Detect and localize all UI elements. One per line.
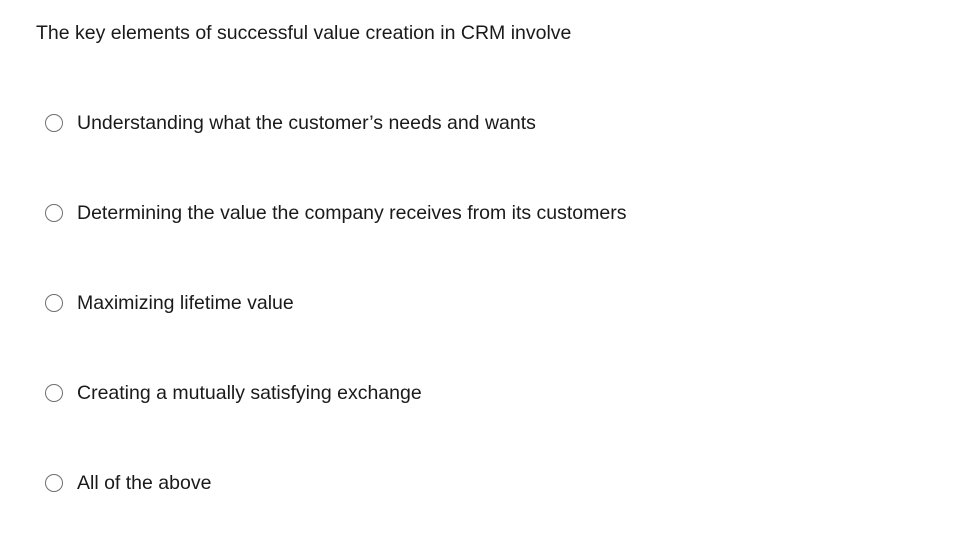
answer-option[interactable]: Creating a mutually satisfying exchange <box>45 380 626 406</box>
question-text: The key elements of successful value cre… <box>36 22 572 44</box>
radio-button[interactable] <box>45 294 63 312</box>
answer-option[interactable]: Determining the value the company receiv… <box>45 200 626 226</box>
answer-option-label: Determining the value the company receiv… <box>77 202 627 224</box>
radio-button[interactable] <box>45 384 63 402</box>
answer-option[interactable]: Understanding what the customer’s needs … <box>45 110 626 136</box>
answer-option[interactable]: All of the above <box>45 470 626 496</box>
radio-button[interactable] <box>45 204 63 222</box>
answer-option[interactable]: Maximizing lifetime value <box>45 290 626 316</box>
radio-button[interactable] <box>45 114 63 132</box>
answer-option-label: Maximizing lifetime value <box>77 292 294 314</box>
radio-button[interactable] <box>45 474 63 492</box>
answer-option-label: Understanding what the customer’s needs … <box>77 112 536 134</box>
answer-options: Understanding what the customer’s needs … <box>45 110 626 496</box>
answer-option-label: Creating a mutually satisfying exchange <box>77 382 422 404</box>
answer-option-label: All of the above <box>77 472 212 494</box>
